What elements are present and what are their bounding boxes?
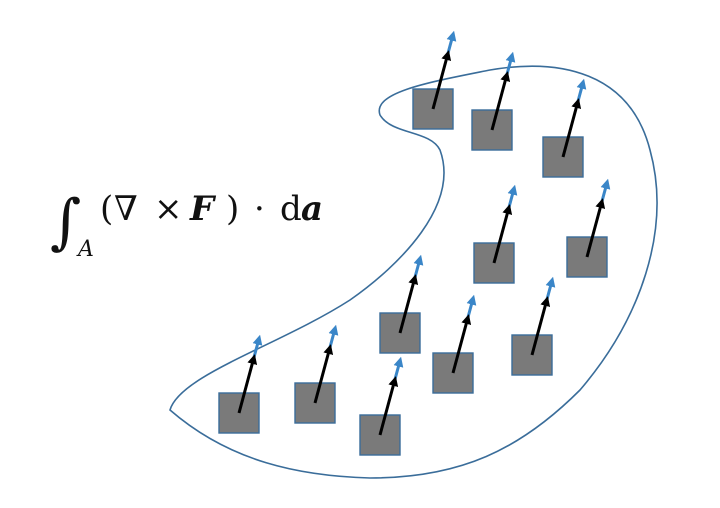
surface-patch: [511, 276, 556, 376]
normal-vector-icon: [600, 178, 611, 204]
cross-symbol: ×: [154, 189, 183, 229]
normal-vector-icon: [328, 324, 339, 350]
normal-vector-icon: [446, 30, 457, 56]
curl-arrow-icon: [451, 314, 472, 374]
normal-vector-icon: [466, 294, 477, 320]
surface-patch: [566, 178, 611, 278]
normal-vector-icon: [505, 51, 516, 77]
surface-patch: [432, 294, 477, 394]
surface-patch: [359, 356, 404, 456]
normal-vector-icon: [576, 78, 587, 104]
surface-boundary: [169, 65, 658, 479]
area-vector-symbol: a: [301, 189, 323, 229]
dot-symbol: ·: [254, 189, 265, 229]
normal-vector-icon: [393, 356, 404, 382]
square-patch-icon: [359, 414, 401, 456]
normal-vector-icon: [413, 254, 424, 280]
surface-patch: [379, 254, 424, 354]
nabla-symbol: ∇: [114, 189, 138, 229]
surface-patch: [412, 30, 457, 130]
curl-arrow-icon: [237, 354, 258, 414]
normal-vector-icon: [507, 184, 518, 210]
integral-subscript: A: [76, 237, 94, 262]
curl-arrow-icon: [490, 71, 511, 131]
surface-patch: [294, 324, 339, 424]
surface-patch: [473, 184, 518, 284]
curl-arrow-icon: [492, 204, 513, 264]
curl-arrow-icon: [378, 376, 399, 436]
formula-close-paren: ): [226, 189, 239, 229]
differential-symbol: d: [280, 189, 302, 229]
surface-patch: [218, 334, 263, 434]
patch-group: [218, 30, 611, 456]
normal-vector-icon: [545, 276, 556, 302]
curl-arrow-icon: [398, 274, 419, 334]
curl-arrow-icon: [561, 98, 582, 158]
integral-sign: ∫: [50, 187, 81, 257]
field-symbol: F: [189, 189, 217, 229]
surface-patch: [471, 51, 516, 151]
square-patch-icon: [542, 136, 584, 178]
formula-open-paren: (: [100, 189, 113, 229]
curl-arrow-icon: [585, 198, 606, 258]
curl-arrow-icon: [313, 344, 334, 404]
curl-arrow-icon: [530, 296, 551, 356]
surface-patch: [542, 78, 587, 178]
curl-arrow-icon: [431, 50, 452, 110]
